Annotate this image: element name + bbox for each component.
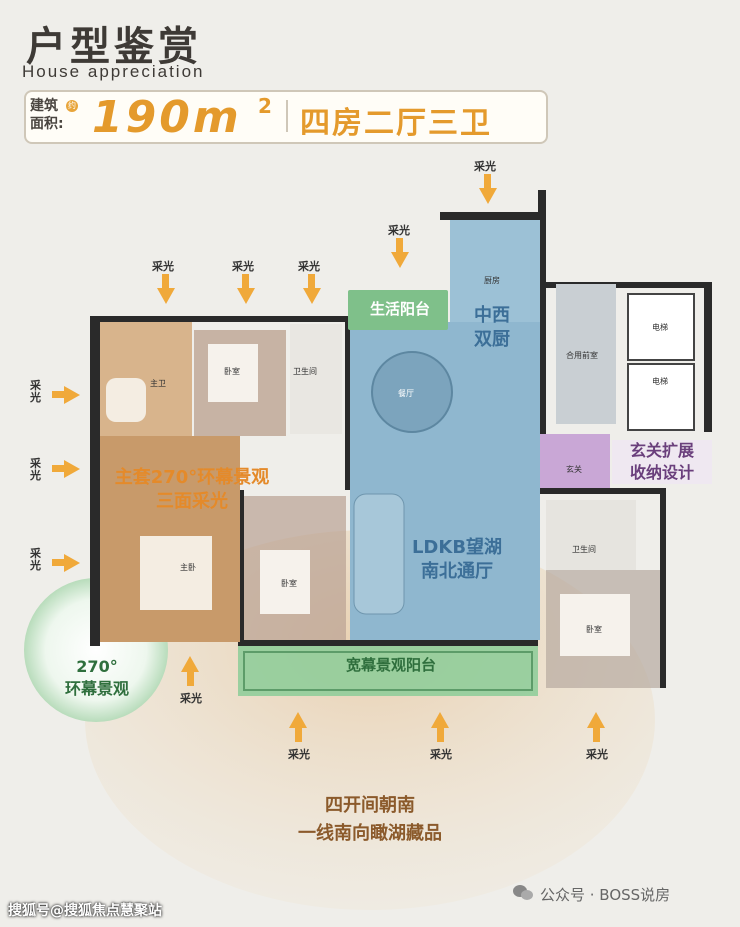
room-label-dining: 餐厅: [398, 389, 414, 398]
callout-south-line2: 一线南向瞰湖藏品: [298, 823, 442, 844]
walls: [90, 190, 712, 688]
footer-watermark-left: 搜狐号@搜狐焦点慧聚站: [8, 903, 162, 919]
room-label-bathroom-east: 卫生间: [572, 545, 596, 554]
entrance-zone: [540, 434, 610, 488]
light-label-bottom-3: 采光: [430, 748, 452, 761]
room-label-bedroom-east: 卧室: [586, 625, 602, 634]
room-label-elevator-1: 电梯: [652, 323, 668, 332]
wechat-icon: [513, 885, 533, 900]
callout-view-270-line2: 环幕景观: [64, 679, 129, 698]
callout-south-facing: 四开间朝南 一线南向瞰湖藏品: [250, 792, 490, 848]
room-label-kitchen: 厨房: [484, 276, 500, 285]
room-label-elevator-2: 电梯: [652, 377, 668, 386]
light-label-bottom-2: 采光: [288, 748, 310, 761]
sofa: [353, 493, 405, 615]
light-arrow-up-icon: [181, 656, 199, 672]
area-unit-superscript: 2: [258, 94, 272, 118]
light-arrow-up-icon: [587, 712, 605, 728]
living-balcony-zone: [348, 290, 448, 330]
light-label-bottom-4: 采光: [586, 748, 608, 761]
light-label-top-balcony: 采光: [388, 224, 410, 237]
light-arrow-right-icon: [64, 554, 80, 572]
light-arrow-down-icon: [303, 288, 321, 304]
callout-kitchen-line2: 双厨: [474, 329, 510, 350]
light-label-top-kitchen: 采光: [474, 160, 496, 173]
light-label-left-1: 采光: [30, 379, 41, 404]
light-arrow-down-icon: [157, 288, 175, 304]
room-label-shared-lobby: 合用前室: [566, 351, 598, 360]
bedroom-nw-bed: [208, 344, 258, 402]
shared-lobby-zone: [556, 284, 616, 424]
light-label-top-1: 采光: [152, 260, 174, 273]
callout-kitchen-line1: 中西: [474, 305, 510, 326]
callout-ldkb-line1: LDKB望湖: [411, 537, 503, 558]
callout-master-suite-line1: 主套270°环幕景观: [114, 467, 270, 488]
callout-south-line1: 四开间朝南: [325, 795, 415, 816]
area-divider: [286, 100, 288, 132]
area-label: 建筑 面积:: [30, 98, 64, 132]
page-title: 户型鉴赏: [26, 24, 202, 70]
callout-ldkb: LDKB望湖 南北通厅: [382, 536, 532, 584]
layout-type: 四房二厅三卫: [300, 106, 492, 141]
light-label-left-2: 采光: [30, 457, 41, 482]
page-subtitle: House appreciation: [22, 62, 205, 81]
room-label-bedroom-south: 卧室: [281, 579, 297, 588]
light-label-left-3: 采光: [30, 547, 41, 572]
dining-table: [371, 351, 453, 433]
bedroom-south-bed: [260, 550, 310, 614]
callout-view-270: 270° 环幕景观: [42, 656, 152, 700]
light-arrow-up-icon: [289, 712, 307, 728]
light-arrow-up-icon: [431, 712, 449, 728]
bathroom-north-zone: [290, 324, 342, 434]
callout-master-suite: 主套270°环幕景观 三面采光: [94, 466, 290, 514]
elevator-2: [627, 363, 695, 431]
light-arrow-down-icon: [479, 188, 497, 204]
wide-balcony-zone: [238, 646, 538, 696]
room-label-bathroom-north: 卫生间: [293, 367, 317, 376]
callout-entrance-line1: 玄关扩展: [629, 441, 694, 460]
elevator-1: [627, 293, 695, 361]
callout-master-suite-line2: 三面采光: [156, 491, 228, 512]
light-label-bottom-1: 采光: [180, 692, 202, 705]
master-bed: [140, 536, 212, 610]
bathroom-east-zone: [546, 500, 636, 570]
room-label-entrance: 玄关: [566, 465, 582, 474]
light-label-top-3: 采光: [298, 260, 320, 273]
callout-living-balcony: 生活阳台: [369, 300, 430, 318]
light-arrow-right-icon: [64, 460, 80, 478]
callout-wide-balcony: 宽幕景观阳台: [345, 656, 436, 674]
bedroom-east-bed: [560, 594, 630, 656]
area-value: 190m: [92, 92, 242, 143]
light-label-top-2: 采光: [232, 260, 254, 273]
room-label-master-bedroom: 主卧: [180, 563, 196, 572]
room-label-master-bath: 主卫: [150, 379, 166, 388]
callout-view-270-line1: 270°: [76, 657, 118, 676]
footer-watermark-right: 公众号 · BOSS说房: [540, 886, 671, 904]
master-bath-tub: [106, 378, 146, 422]
callout-ldkb-line2: 南北通厅: [421, 561, 493, 582]
callout-kitchen: 中西 双厨: [472, 304, 512, 352]
room-label-bedroom-nw: 卧室: [224, 367, 240, 376]
area-prefix-badge: 约: [66, 100, 78, 112]
light-arrow-right-icon: [64, 386, 80, 404]
light-arrow-down-icon: [237, 288, 255, 304]
light-arrow-down-icon: [391, 252, 409, 268]
callout-entrance: 玄关扩展 收纳设计: [612, 440, 712, 484]
callout-entrance-line2: 收纳设计: [629, 463, 694, 482]
